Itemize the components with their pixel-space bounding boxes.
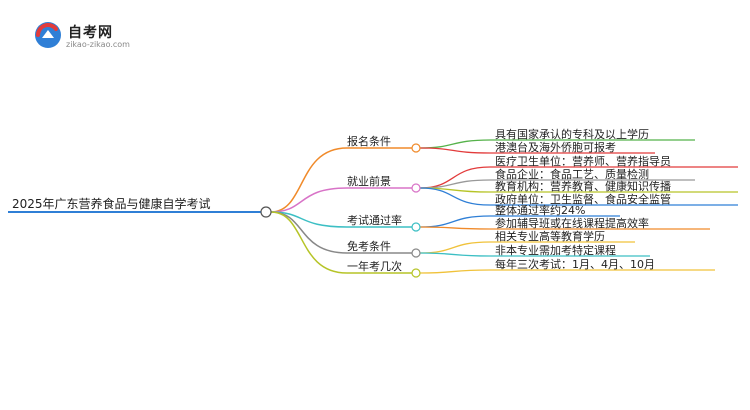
leaf-label: 参加辅导班或在线课程提高效率 — [495, 216, 649, 230]
branch-node — [411, 222, 421, 232]
leaf-label: 具有国家承认的专科及以上学历 — [495, 127, 649, 141]
leaf-link — [419, 226, 710, 230]
branch-node — [411, 143, 421, 153]
branch-link — [270, 147, 412, 213]
leaf-label: 非本专业需加考特定课程 — [495, 243, 616, 257]
branch-label: 考试通过率 — [347, 213, 402, 227]
leaf-label: 食品企业：食品工艺、质量检测 — [495, 167, 649, 181]
leaf-link — [419, 269, 715, 274]
leaf-label: 每年三次考试：1月、4月、10月 — [495, 257, 655, 271]
root-node — [260, 206, 272, 218]
mindmap-links — [8, 139, 738, 274]
root-label: 2025年广东营养食品与健康自学考试 — [12, 196, 211, 211]
mindmap-nodes: 2025年广东营养食品与健康自学考试 报名条件 具有国家承认的专科及以上学历港澳台及… — [12, 127, 671, 278]
branch-node — [411, 268, 421, 278]
branch-node — [411, 248, 421, 258]
branch-label: 就业前景 — [347, 174, 391, 188]
leaf-label: 医疗卫生单位：营养师、营养指导员 — [495, 154, 671, 168]
leaf-label: 整体通过率约24% — [495, 203, 585, 217]
leaf-link — [419, 187, 738, 206]
branch-link — [270, 211, 412, 228]
logo-subtitle: zikao-zikao.com — [66, 40, 130, 49]
branch-link — [270, 211, 412, 274]
logo-title: 自考网 — [68, 25, 113, 41]
branch-label: 一年考几次 — [347, 259, 402, 273]
logo-icon — [35, 22, 61, 48]
branch-link — [270, 187, 412, 213]
leaf-link — [419, 252, 650, 257]
branch-label: 免考条件 — [347, 239, 391, 253]
leaf-link — [419, 147, 655, 154]
leaf-label: 港澳台及海外侨胞可报考 — [495, 140, 616, 154]
leaf-label: 教育机构：营养教育、健康知识传播 — [495, 179, 671, 193]
leaf-label: 政府单位：卫生监督、食品安全监管 — [495, 192, 671, 206]
branch-label: 报名条件 — [347, 134, 391, 148]
branch-node — [411, 183, 421, 193]
leaf-label: 相关专业高等教育学历 — [495, 229, 605, 243]
